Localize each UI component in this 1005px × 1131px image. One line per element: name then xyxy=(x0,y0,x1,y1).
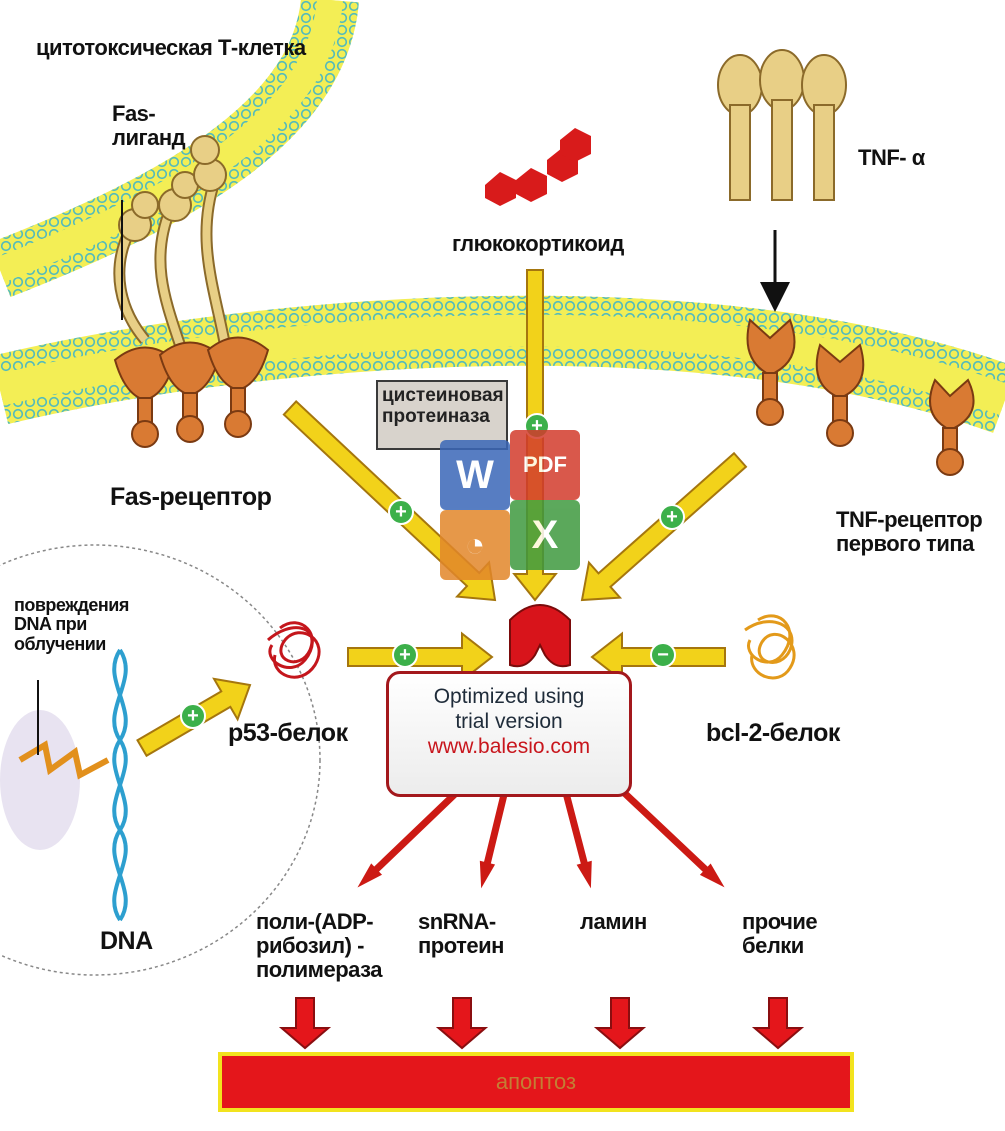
svg-text:+: + xyxy=(666,506,678,528)
p53-label: р53-белок xyxy=(228,720,348,747)
substrate-lamin-label: ламин xyxy=(580,910,647,934)
bcl2-protein xyxy=(745,616,794,678)
fas-plus-sign: + xyxy=(389,500,413,524)
powerpoint-icon: ◔ xyxy=(440,510,510,580)
tnf-alpha-trimer xyxy=(718,50,846,200)
tnf-alpha-label: TNF- α xyxy=(858,146,925,170)
svg-text:+: + xyxy=(395,501,407,523)
watermark-line1: Optimized using xyxy=(389,684,629,709)
p53-plus-sign: + xyxy=(393,643,417,667)
apoptosis-arrow-other xyxy=(755,998,802,1048)
cysteine-protease-molecule xyxy=(510,605,570,666)
pdf-icon: PDF xyxy=(510,430,580,500)
bcl2-label: bcl-2-белок xyxy=(706,720,840,747)
bcl2-minus-sign: − xyxy=(651,643,675,667)
cytotoxic-t-cell-label: цитотоксическая Т-клетка xyxy=(36,36,306,60)
apoptosis-bar: апоптоз xyxy=(218,1052,854,1112)
fas-receptor-label: Fas-рецептор xyxy=(110,484,271,511)
tnf-plus-sign: + xyxy=(660,505,684,529)
svg-text:+: + xyxy=(187,705,199,727)
substrate-other-label: прочие белки xyxy=(742,910,817,958)
excel-icon: X xyxy=(510,500,580,570)
apoptosis-arrows xyxy=(282,998,802,1048)
watermark-url: www.balesio.com xyxy=(389,734,629,759)
fas-ligand-label: Fas- лиганд xyxy=(112,102,185,150)
dna-damage-label: повреждения DNA при облучении xyxy=(14,596,129,654)
substrate-snrna-label: snRNA- протеин xyxy=(418,910,504,958)
dna-label: DNA xyxy=(100,928,153,955)
tnf-receptor-label: TNF-рецептор первого типа xyxy=(836,508,982,556)
watermark-box: Optimized using trial version www.balesi… xyxy=(386,671,632,797)
apoptosis-arrow-parp xyxy=(282,998,329,1048)
svg-text:−: − xyxy=(657,644,669,666)
word-icon: W xyxy=(440,440,510,510)
svg-text:+: + xyxy=(399,644,411,666)
substrate-parp-label: поли-(ADP- рибозил) - полимераза xyxy=(256,910,382,981)
glucocorticoid-molecule xyxy=(485,128,591,206)
apoptosis-arrow-snrna xyxy=(439,998,486,1048)
glucocorticoid-label: глюкокортикоид xyxy=(452,232,624,256)
apoptosis-arrow-lamin xyxy=(597,998,644,1048)
dna-plus-sign: + xyxy=(181,704,205,728)
fas-receptor-group xyxy=(115,338,268,448)
watermark-line2: trial version xyxy=(389,709,629,734)
apoptosis-label: апоптоз xyxy=(496,1069,576,1095)
dna-helix xyxy=(114,650,126,920)
